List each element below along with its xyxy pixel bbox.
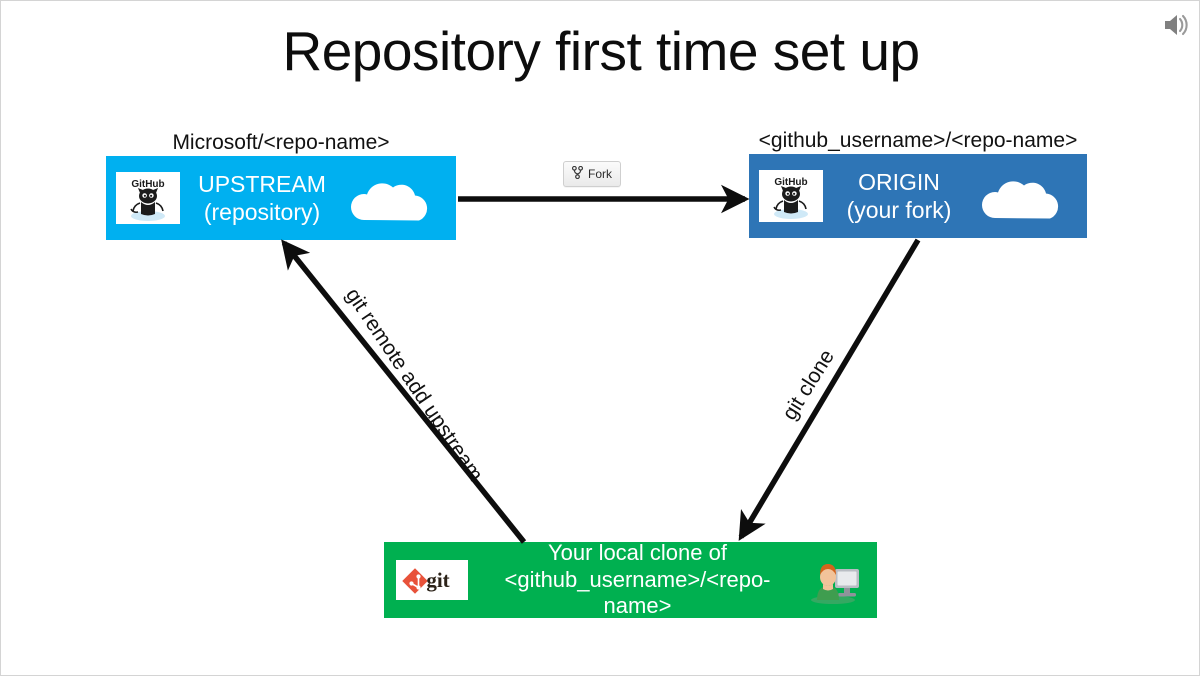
svg-text:git: git [426, 568, 449, 592]
arrow-label-git-clone: git clone [778, 345, 839, 425]
upstream-caption: Microsoft/<repo-name> [172, 131, 390, 154]
origin-line2: (your fork) [846, 197, 952, 223]
svg-text:GitHub: GitHub [774, 177, 807, 188]
origin-line1: ORIGIN [858, 168, 940, 195]
arrow-label-remote-add-upstream: git remote add upstream [340, 284, 488, 486]
fork-button-label: Fork [588, 167, 612, 181]
upstream-box[interactable]: GitHub UPSTREAM (repository) [106, 156, 456, 240]
local-box-text: Your local clone of <github_username>/<r… [468, 540, 807, 620]
fork-button[interactable]: Fork [563, 161, 621, 187]
upstream-line1: UPSTREAM [198, 170, 326, 197]
origin-box-text: ORIGIN (your fork) [823, 168, 975, 224]
upstream-line2: (repository) [203, 199, 321, 225]
origin-box[interactable]: GitHub ORIGIN (your fork) [749, 154, 1087, 238]
cloud-icon [975, 168, 1071, 224]
github-octocat-logo: GitHub [759, 170, 823, 222]
svg-text:GitHub: GitHub [131, 179, 164, 190]
arrow-origin-to-local [738, 238, 921, 541]
local-clone-box[interactable]: git Your local clone of <github_username… [384, 540, 877, 620]
speaker-icon[interactable] [1159, 9, 1191, 41]
upstream-box-text: UPSTREAM (repository) [180, 170, 344, 226]
local-line1: Your local clone of [548, 539, 727, 565]
cloud-icon [344, 170, 440, 226]
github-octocat-logo: GitHub [116, 172, 180, 224]
page-title: Repository first time set up [282, 20, 920, 82]
local-line2: <github_username>/<repo-name> [504, 566, 771, 619]
fork-branch-icon [571, 165, 584, 182]
person-at-computer-icon [807, 555, 863, 605]
origin-caption: <github_username>/<repo-name> [758, 129, 1078, 152]
git-logo: git [396, 560, 468, 600]
